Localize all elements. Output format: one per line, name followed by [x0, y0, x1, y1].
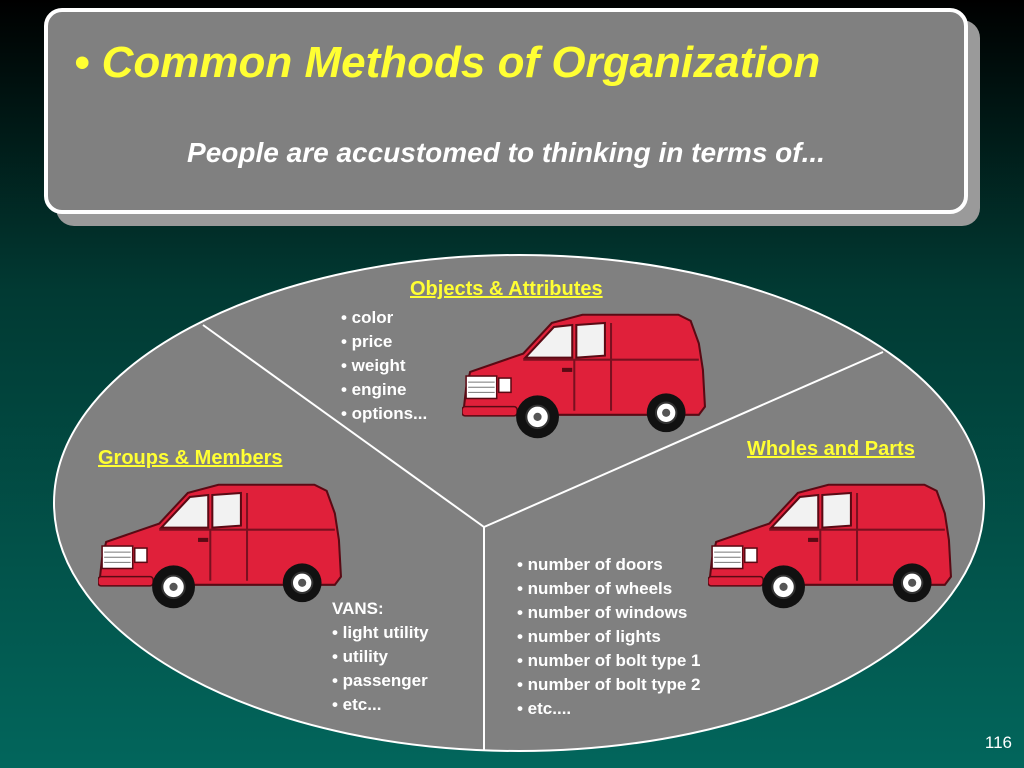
- van-icon: [708, 483, 952, 609]
- list-item: • number of doors: [517, 555, 663, 574]
- van-icon: [462, 313, 706, 439]
- list-item: • options...: [341, 404, 428, 423]
- groups-members-list: VANS: • light utility • utility • passen…: [332, 597, 429, 717]
- list-item: • light utility: [332, 623, 429, 642]
- wholes-parts-list: • number of doors • number of wheels • n…: [517, 553, 701, 721]
- slide-subtitle: People are accustomed to thinking in ter…: [187, 137, 825, 168]
- list-item: • number of wheels: [517, 579, 673, 598]
- list-item: • utility: [332, 647, 389, 666]
- van-icon: [98, 483, 342, 609]
- list-item: • number of windows: [517, 603, 688, 622]
- diagram-ellipse: [53, 254, 985, 752]
- divider-upper-right: [483, 351, 884, 528]
- divider-upper-left: [202, 324, 485, 528]
- title-box: [44, 8, 968, 214]
- list-item: • etc....: [517, 699, 572, 718]
- list-item: • passenger: [332, 671, 428, 690]
- slide-title: • Common Methods of Organization: [74, 38, 821, 87]
- groups-members-label: Groups & Members: [98, 447, 283, 469]
- list-item: • number of lights: [517, 627, 661, 646]
- list-item: • number of bolt type 1: [517, 651, 701, 670]
- list-item: • number of bolt type 2: [517, 675, 701, 694]
- objects-attributes-label: Objects & Attributes: [410, 278, 603, 300]
- list-item: • price: [341, 332, 393, 351]
- wholes-parts-label: Wholes and Parts: [747, 438, 915, 460]
- page-number: 116: [984, 733, 1012, 752]
- list-item: • color: [341, 308, 394, 327]
- list-heading: VANS:: [332, 599, 384, 618]
- list-item: • engine: [341, 380, 407, 399]
- list-item: • etc...: [332, 695, 382, 714]
- list-item: • weight: [341, 356, 406, 375]
- objects-attributes-list: • color • price • weight • engine • opti…: [341, 306, 427, 426]
